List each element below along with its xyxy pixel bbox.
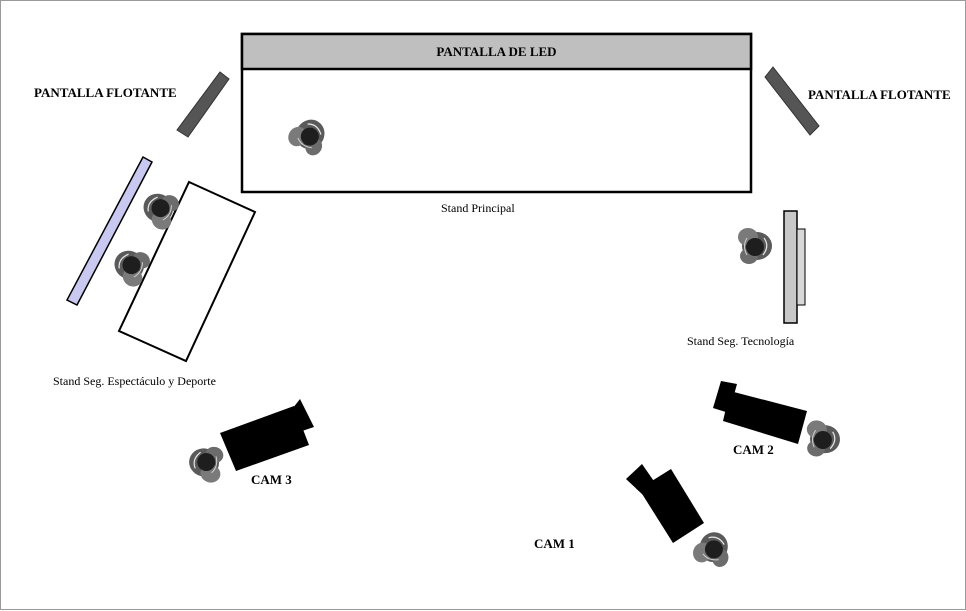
cam2-operator — [803, 418, 843, 460]
main-stand-label: Stand Principal — [441, 201, 515, 215]
cam3-operator — [184, 440, 228, 486]
cam3-label: CAM 3 — [251, 472, 292, 487]
cam1-label: CAM 1 — [534, 536, 575, 551]
floating-screen-left — [176, 71, 230, 138]
cam3-lens — [289, 399, 314, 431]
led-screen-title: PANTALLA DE LED — [436, 43, 557, 59]
cam2-label: CAM 2 — [733, 442, 774, 457]
cam3-body — [220, 406, 309, 471]
tech-stand-screen — [796, 228, 806, 306]
floating-screen-left-label: PANTALLA FLOTANTE — [34, 85, 177, 100]
cam1-operator — [689, 526, 737, 572]
sports-stand-screen — [65, 155, 154, 306]
sports-stand-desk — [117, 180, 257, 363]
cam2-body — [723, 391, 807, 444]
cam1-lens — [626, 464, 658, 495]
led-screen — [240, 32, 753, 71]
floating-screen-right-label: PANTALLA FLOTANTE — [808, 87, 951, 102]
tech-host — [737, 227, 773, 265]
floating-screen-right — [764, 66, 820, 136]
tech-stand-panel — [783, 210, 798, 324]
sports-stand-label: Stand Seg. Espectáculo y Deporte — [53, 374, 216, 388]
cam2-lens — [713, 381, 737, 413]
tech-stand-label: Stand Seg. Tecnología — [687, 334, 795, 348]
